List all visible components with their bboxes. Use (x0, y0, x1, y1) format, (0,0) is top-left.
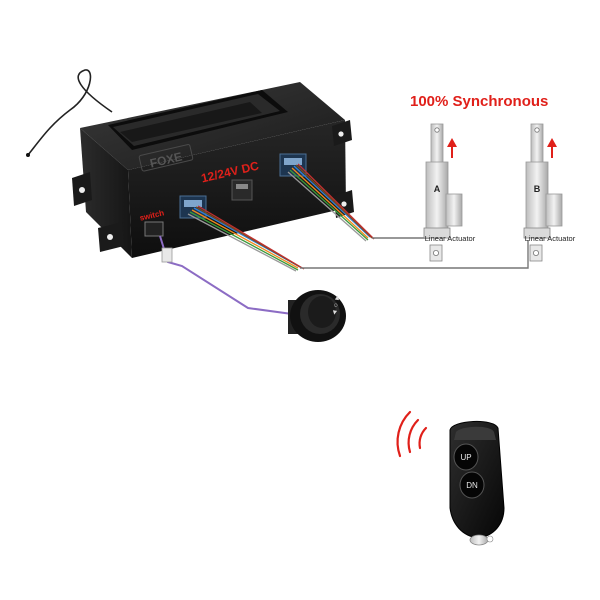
arrow-up-icon (547, 138, 557, 158)
controller-box (72, 82, 354, 258)
actuator-a-caption: Linear Actuator (425, 234, 476, 243)
up-button[interactable]: UP (453, 443, 479, 471)
actuator-b-caption: Linear Actuator (525, 234, 576, 243)
wire-bundle-right (287, 163, 375, 242)
actuator-b-letter: B (534, 184, 541, 194)
up-button-label: UP (460, 453, 471, 462)
actuator-b (523, 123, 563, 262)
down-button[interactable]: DN (459, 471, 485, 499)
down-button-label: DN (466, 481, 478, 490)
signal-waves-icon (396, 410, 428, 458)
connector-center (231, 179, 253, 201)
headline: 100% Synchronous (410, 93, 548, 110)
antenna-tip (26, 153, 30, 157)
switch-port (144, 221, 164, 237)
switch-cable (159, 235, 293, 315)
arrow-up-icon (447, 138, 457, 158)
wire-bundle-left (187, 205, 305, 272)
actuator-a-letter: A (434, 184, 441, 194)
rocker-switch: ◄ ○ ► (288, 290, 346, 342)
svg-text:◄ ○ ►: ◄ ○ ► (331, 294, 342, 317)
antenna-wire (27, 69, 113, 156)
actuator-a (423, 123, 463, 262)
